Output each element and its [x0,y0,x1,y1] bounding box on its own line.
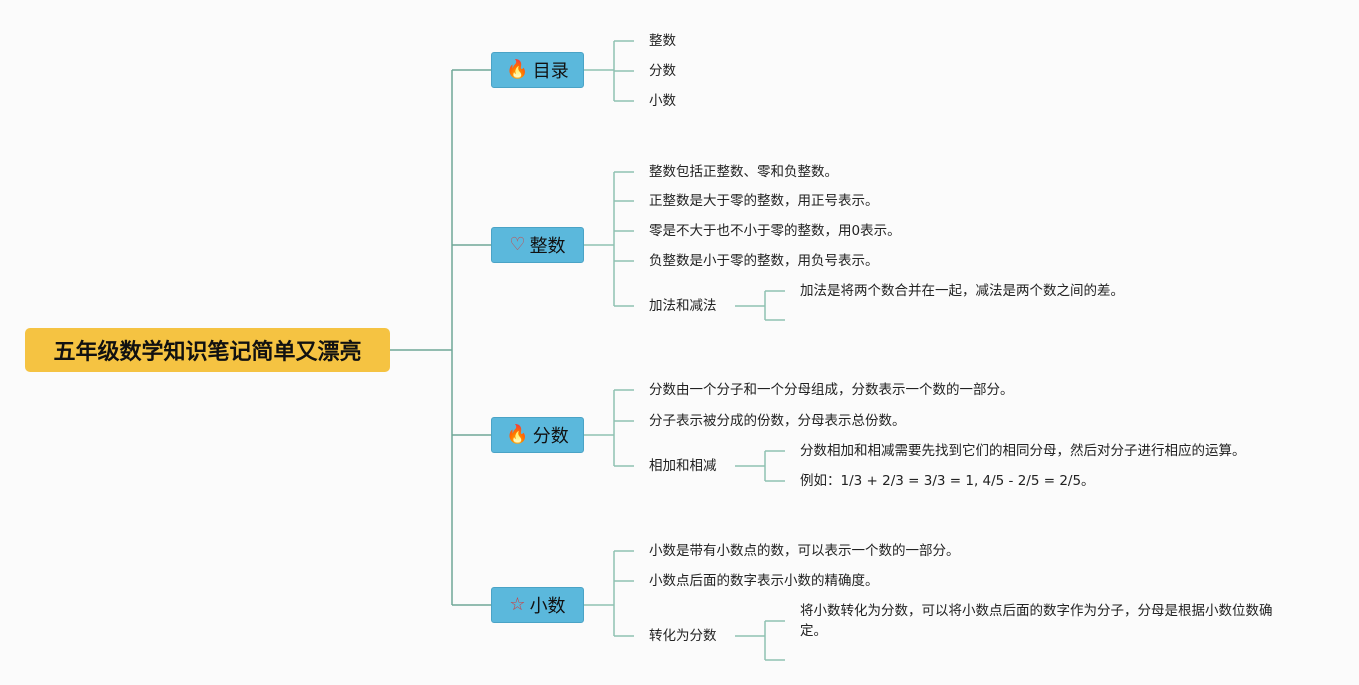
topic[interactable]: 小数是带有小数点的数，可以表示一个数的一部分。 [649,543,960,559]
topic[interactable]: 转化为分数 [649,628,717,644]
star-icon: ☆ [509,594,526,615]
topic[interactable]: 相加和相减 [649,458,717,474]
topic[interactable]: 加法和减法 [649,298,717,314]
topic[interactable]: 分数由一个分子和一个分母组成，分数表示一个数的一部分。 [649,382,1014,398]
subtopic[interactable]: 加法是将两个数合并在一起，减法是两个数之间的差。 [800,283,1124,299]
topic[interactable]: 正整数是大于零的整数，用正号表示。 [649,193,879,209]
subtopic[interactable]: 例如：1/3 + 2/3 = 3/3 = 1, 4/5 - 2/5 = 2/5。 [800,473,1095,489]
branch-integers[interactable]: ♡整数 [491,227,584,263]
subtopic[interactable]: 将小数转化为分数，可以将小数点后面的数字作为分子，分母是根据小数位数确定。 [800,603,1273,639]
heart-icon: ♡ [509,234,526,255]
branch-decimals[interactable]: ☆小数 [491,587,584,623]
topic[interactable]: 分子表示被分成的份数，分母表示总份数。 [649,413,906,429]
branch-toc[interactable]: 🔥目录 [491,52,584,88]
topic[interactable]: 整数 [649,33,676,49]
branch-label: 整数 [529,236,566,257]
branch-fractions[interactable]: 🔥分数 [491,417,584,453]
root-title: 五年级数学知识笔记简单又漂亮 [53,340,362,365]
branch-label: 分数 [532,426,569,447]
topic[interactable]: 负整数是小于零的整数，用负号表示。 [649,253,879,269]
fire-icon: 🔥 [506,424,529,445]
topic[interactable]: 整数包括正整数、零和负整数。 [649,164,838,180]
topic[interactable]: 小数点后面的数字表示小数的精确度。 [649,573,879,589]
root-node[interactable]: 五年级数学知识笔记简单又漂亮 [25,328,390,372]
subtopic[interactable]: 分数相加和相减需要先找到它们的相同分母，然后对分子进行相应的运算。 [800,443,1246,459]
topic[interactable]: 分数 [649,63,676,79]
topic[interactable]: 零是不大于也不小于零的整数，用0表示。 [649,223,901,239]
branch-label: 小数 [529,596,566,617]
fire-icon: 🔥 [506,59,529,80]
topic[interactable]: 小数 [649,93,676,109]
branch-label: 目录 [532,61,569,82]
